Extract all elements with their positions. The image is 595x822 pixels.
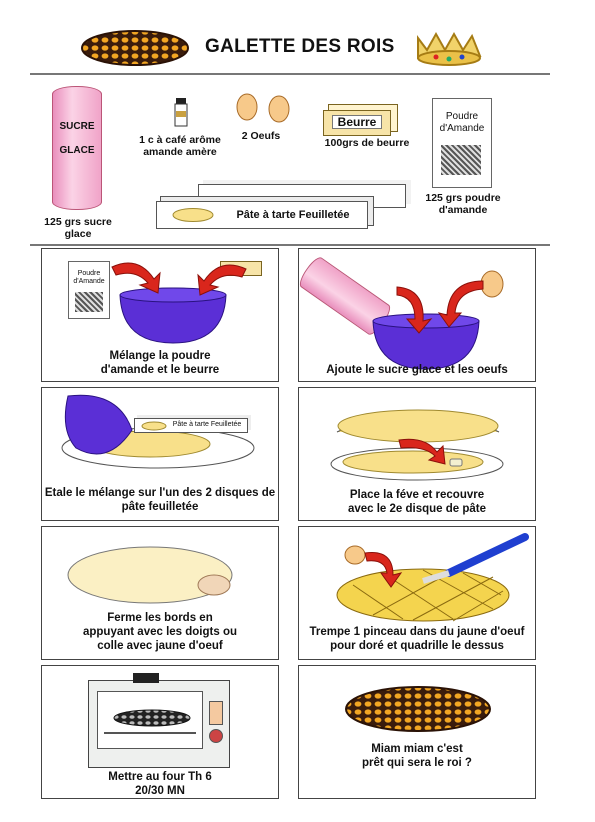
eggs-icon xyxy=(236,93,290,123)
red-arrow-right-icon xyxy=(437,280,484,328)
bag-pattern xyxy=(441,145,481,175)
pate-label: Pâte à tarte Feuilletée xyxy=(236,209,350,221)
oven-top-handle xyxy=(133,673,159,683)
beurre-box: Beurre xyxy=(323,110,391,136)
step-2-caption: Ajoute le sucre glace et les oeufs xyxy=(326,364,508,376)
red-arrow-left-icon xyxy=(396,286,433,334)
galette-in-oven xyxy=(113,709,191,727)
red-arrow-right-icon xyxy=(197,264,247,296)
step-6-panel: Trempe 1 pinceau dans du jaune d'oeuf po… xyxy=(298,526,536,660)
galette-icon xyxy=(81,30,189,66)
oven-window xyxy=(97,691,203,749)
red-arrow-curve-icon xyxy=(364,551,403,588)
page-title: GALETTE DES ROIS xyxy=(205,36,395,57)
step-3-panel: Pâte à tarte Feuilletée Etale le mélange… xyxy=(41,387,279,521)
brush-icon xyxy=(422,533,529,584)
ingredients-rule xyxy=(30,244,550,246)
mini-bag-pattern xyxy=(75,292,103,312)
oven-icon xyxy=(88,673,230,768)
feve-icon xyxy=(449,458,463,467)
step-8-panel: Miam miam c'est prêt qui sera le roi ? xyxy=(298,665,536,799)
mini-pate-disc xyxy=(141,421,167,431)
mini-poudre-bag: Poudre d'Amande xyxy=(68,261,110,319)
step-2-panel: Ajoute le sucre glace et les oeufs xyxy=(296,248,536,382)
glace-label: GLACE xyxy=(59,145,95,156)
step-3-caption: Etale le mélange sur l'un des 2 disques … xyxy=(44,487,276,513)
sucre-glace-tube: SUCRE GLACE xyxy=(52,86,102,210)
header-rule xyxy=(30,73,550,75)
red-arrow-down-icon xyxy=(398,438,446,465)
crown-icon xyxy=(417,31,482,66)
mini-pate-box: Pâte à tarte Feuilletée xyxy=(134,418,248,433)
step-7-caption: Mettre au four Th 6 20/30 MN xyxy=(108,771,212,797)
step-8-caption: Miam miam c'est prêt qui sera le roi ? xyxy=(362,743,472,769)
step-5-panel: Ferme les bords en appuyant avec les doi… xyxy=(41,526,279,660)
sucre-label: SUCRE xyxy=(59,121,95,132)
poudre-amande-bag: Poudre d'Amande xyxy=(432,98,492,188)
poudre-caption: 125 grs poudre d'amande xyxy=(425,192,501,216)
purple-bowl-tilted-icon xyxy=(64,394,133,455)
beurre-caption: 100grs de beurre xyxy=(324,137,410,149)
arome-caption: 1 c à café arôme amande amère xyxy=(139,134,221,158)
step-4-caption: Place la féve et recouvre avec le 2e dis… xyxy=(347,489,487,515)
oven-rack xyxy=(104,732,196,734)
oeufs-caption: 2 Oeufs xyxy=(241,130,281,142)
mini-pate-label: Pâte à tarte Feuilletée xyxy=(172,421,242,428)
top-dough-disc-icon xyxy=(336,409,500,443)
step-1-panel: Poudre d'Amande Mélange la poudre d'aman… xyxy=(41,248,279,382)
closed-galette-icon xyxy=(67,546,233,604)
pate-box-front: Pâte à tarte Feuilletée xyxy=(156,201,368,229)
sucre-caption: 125 grs sucre glace xyxy=(44,216,112,240)
step-1-caption: Mélange la poudre d'amande et le beurre xyxy=(100,350,220,376)
poudre-label: Poudre d'Amande xyxy=(439,111,485,134)
oven-knob xyxy=(209,729,223,743)
red-arrow-left-icon xyxy=(111,262,161,294)
oven-control xyxy=(209,701,223,725)
finished-galette-icon xyxy=(345,686,491,732)
arome-bottle-icon xyxy=(174,98,188,127)
step-6-caption: Trempe 1 pinceau dans du jaune d'oeuf po… xyxy=(309,626,525,652)
step-7-panel: Mettre au four Th 6 20/30 MN xyxy=(41,665,279,799)
step-5-caption: Ferme les bords en appuyant avec les doi… xyxy=(82,612,237,652)
pate-disc-icon xyxy=(172,208,214,222)
glazed-galette-icon xyxy=(336,568,510,622)
mini-poudre-label: Poudre d'Amande xyxy=(73,270,105,285)
bottom-dough-disc-icon xyxy=(330,447,504,481)
beurre-label: Beurre xyxy=(332,115,382,129)
step-4-panel: Place la féve et recouvre avec le 2e dis… xyxy=(298,387,536,521)
